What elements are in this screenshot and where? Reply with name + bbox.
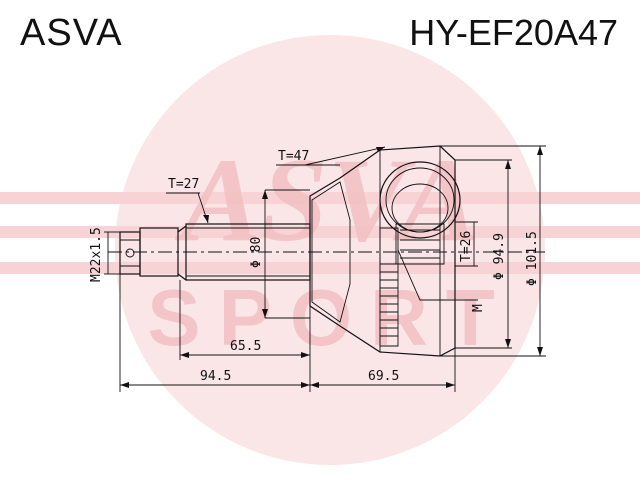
- dim-t26: T=26: [455, 221, 478, 267]
- dim-94-5: 94.5: [119, 274, 311, 392]
- dim-d94-9: Φ 94.9: [455, 159, 512, 349]
- label-t26: T=26: [459, 231, 474, 262]
- watermark-text-top: ASVA: [174, 133, 479, 266]
- label-69-5: 69.5: [368, 369, 399, 384]
- dim-d80: Φ 80: [249, 189, 310, 319]
- watermark-stripe: [0, 262, 640, 274]
- label-thread: M22x1.5: [89, 227, 104, 282]
- dim-m: M: [455, 299, 486, 312]
- watermark-text-bottom: SPORT: [147, 273, 513, 362]
- dim-d101-5: Φ 101.5: [440, 145, 546, 357]
- housing-hatch: [311, 181, 351, 323]
- label-d101-5: Φ 101.5: [525, 231, 540, 286]
- thread-section: [139, 227, 179, 277]
- thread-hole: [125, 248, 135, 258]
- label-t27: T=27: [168, 177, 199, 192]
- dim-thread: M22x1.5: [89, 227, 120, 282]
- label-65-5: 65.5: [230, 339, 261, 354]
- watermark-stripe: [0, 192, 640, 204]
- dim-69-5: 69.5: [310, 348, 456, 392]
- dim-65-5: 65.5: [179, 280, 310, 360]
- label-m: M: [471, 304, 486, 312]
- label-d94-9: Φ 94.9: [492, 233, 507, 280]
- spline-hub: [395, 223, 445, 265]
- watermark-stripe: [0, 226, 640, 238]
- abs-ring-teeth: [380, 263, 398, 337]
- label-t47: T=47: [278, 149, 309, 164]
- watermark-circle: [115, 35, 545, 465]
- dim-t47: T=47: [276, 146, 386, 166]
- part-number: HY-EF20A47: [409, 12, 618, 53]
- thread-end: [119, 225, 187, 281]
- brand-logo-text: ASVA: [20, 12, 123, 54]
- label-94-5: 94.5: [200, 369, 231, 384]
- label-d80: Φ 80: [249, 237, 264, 268]
- watermark: ASVA SPORT: [0, 35, 640, 465]
- dim-t27: T=27: [166, 177, 209, 224]
